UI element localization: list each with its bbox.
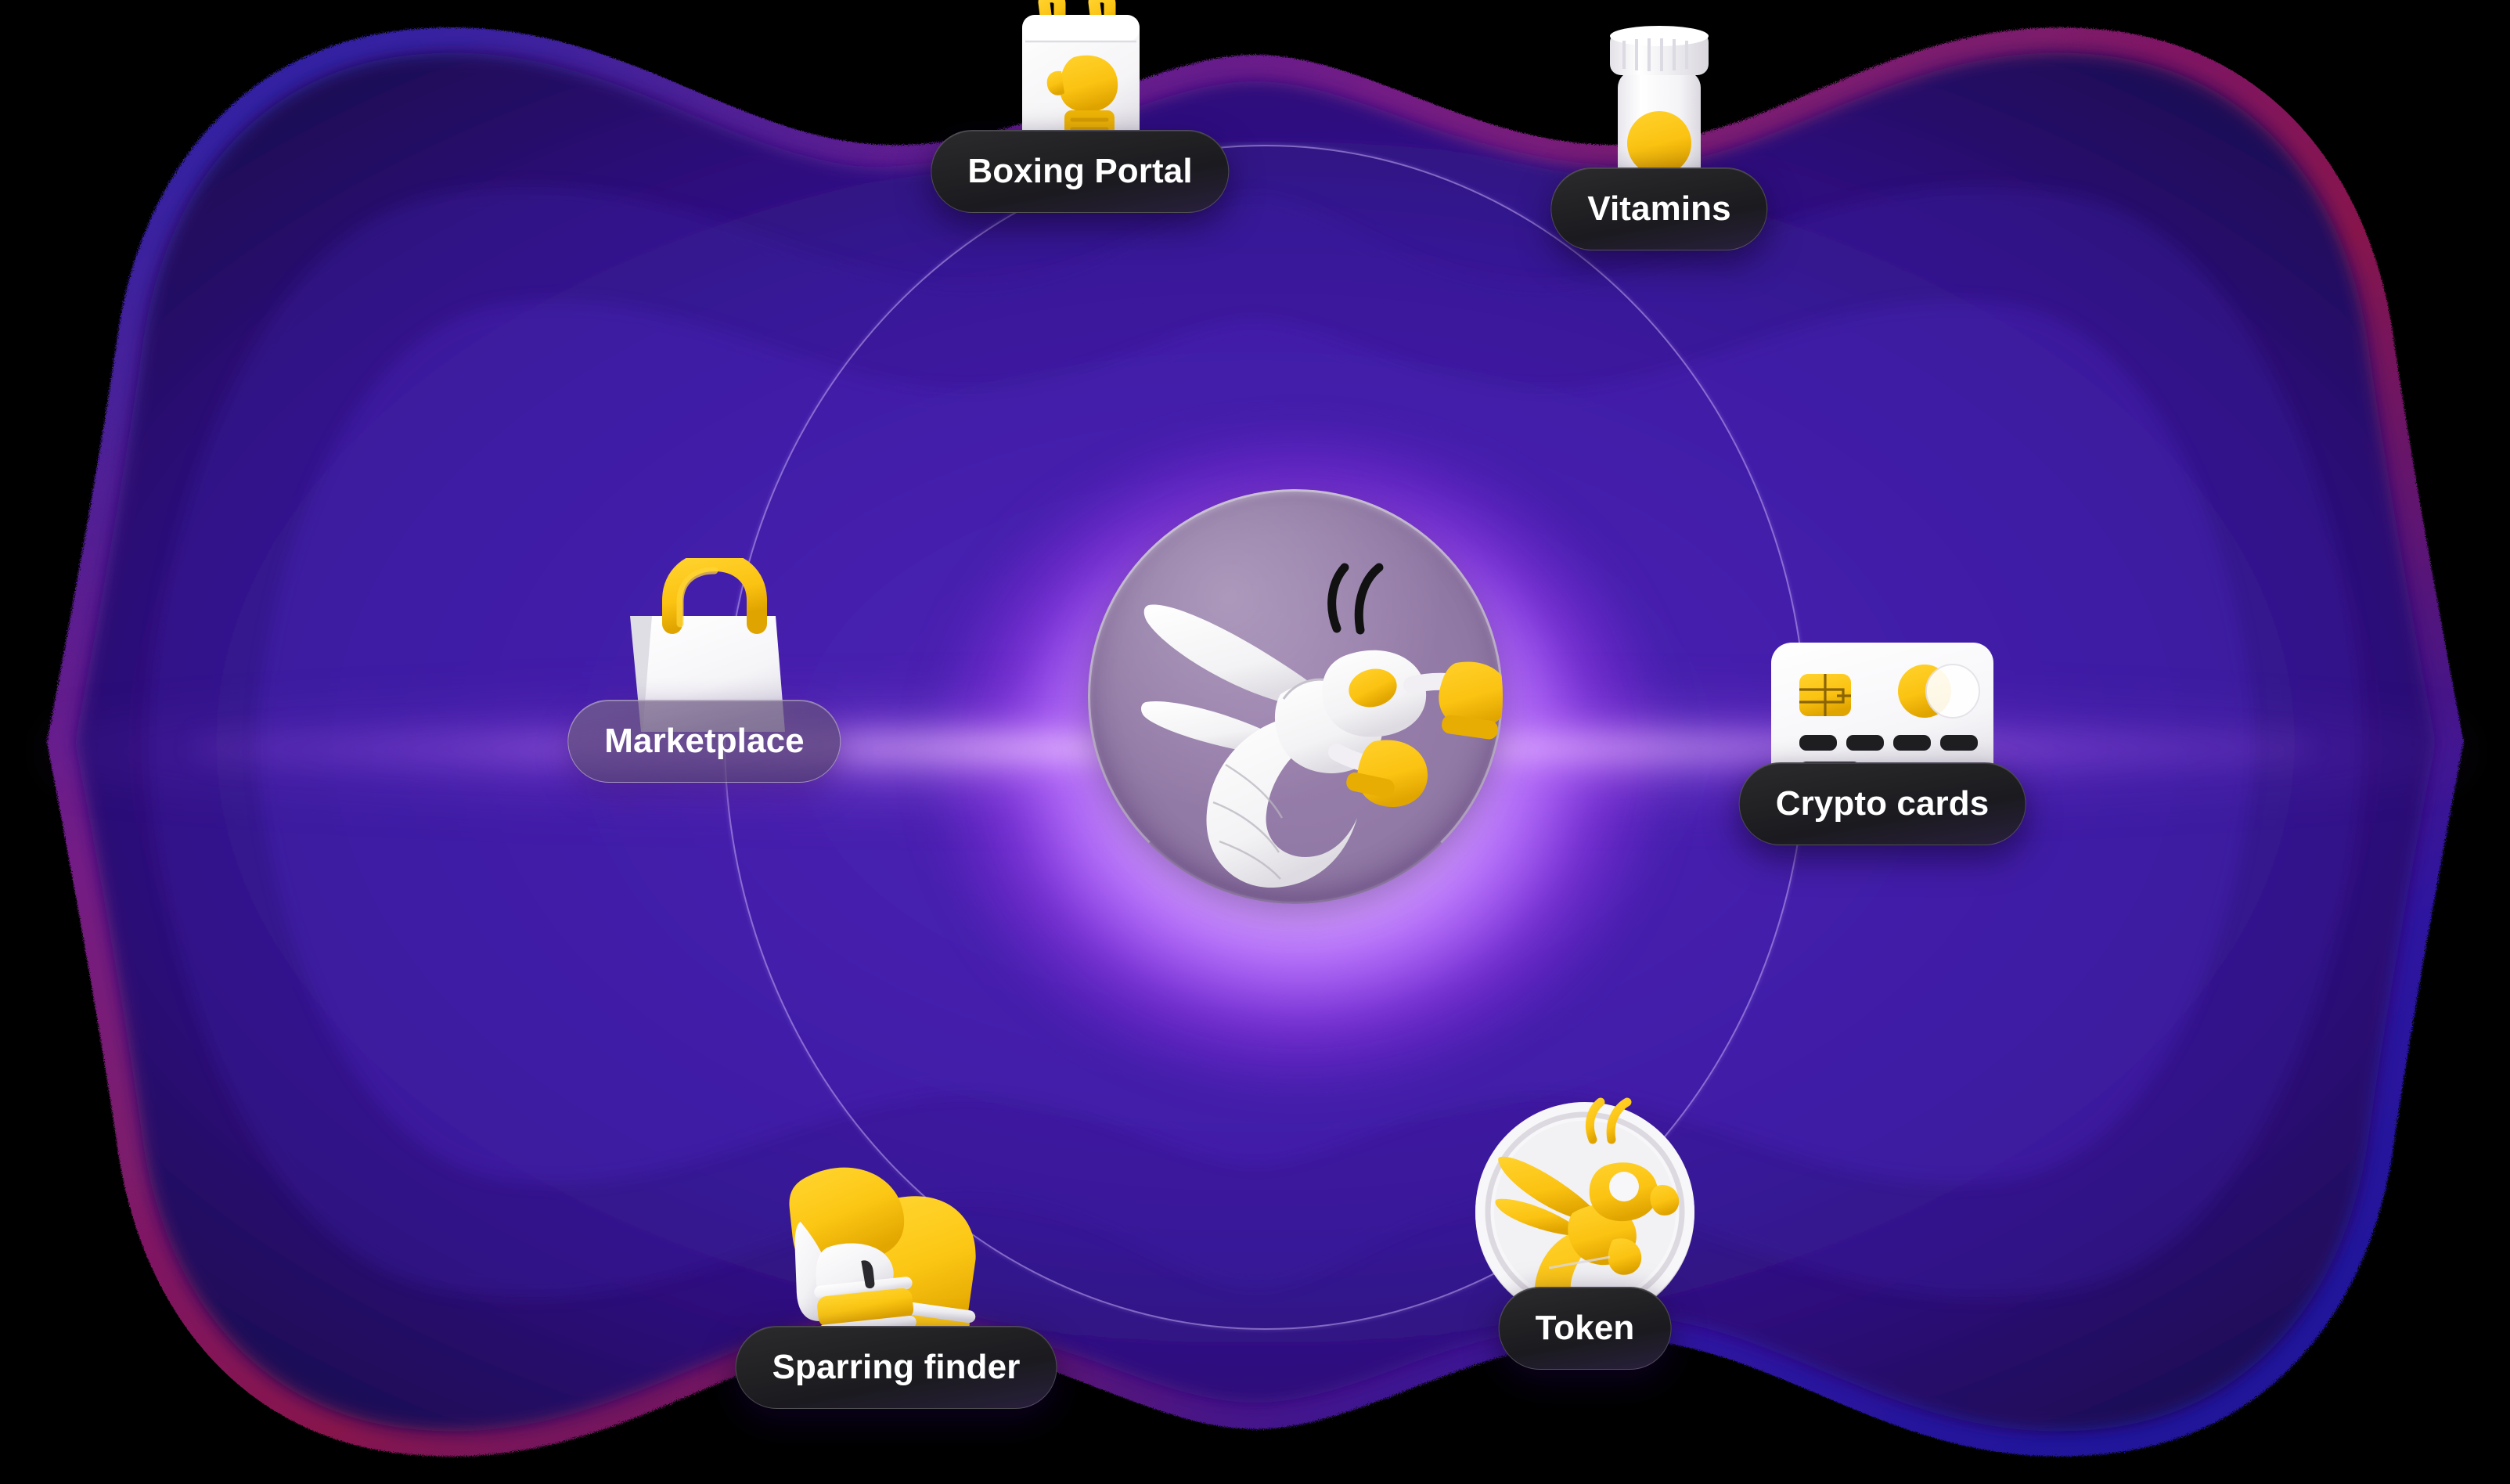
node-label-pill[interactable]: Vitamins (1550, 167, 1768, 250)
node-label: Crypto cards (1775, 784, 1990, 823)
node-label-pill[interactable]: Token (1498, 1287, 1672, 1370)
boxing-hornet-logo (1141, 563, 1503, 888)
node-label-pill[interactable]: Crypto cards (1738, 762, 2026, 845)
node-crypto-cards[interactable]: Crypto cards (1718, 595, 2047, 845)
node-marketplace[interactable]: Marketplace (548, 470, 861, 783)
node-label: Token (1535, 1309, 1635, 1347)
node-label-pill[interactable]: Sparring finder (735, 1326, 1057, 1409)
credit-card-icon (1765, 636, 2000, 805)
node-label-pill[interactable]: Boxing Portal (931, 130, 1230, 213)
calendar-boxing-glove-icon (1002, 0, 1158, 169)
node-label-pill[interactable]: Marketplace (567, 700, 841, 783)
node-label: Marketplace (604, 722, 805, 760)
node-token[interactable]: Token (1436, 1002, 1734, 1370)
center-logo-disc (1088, 489, 1503, 904)
node-label: Vitamins (1587, 189, 1731, 228)
node-vitamins[interactable]: Vitamins (1503, 26, 1816, 250)
node-sparring-finder[interactable]: Sparring finder (732, 939, 1061, 1409)
node-label: Boxing Portal (967, 152, 1193, 190)
node-label: Sparring finder (772, 1348, 1021, 1386)
hornet-coin-icon (1467, 1094, 1702, 1329)
boxing-gloves-icon (771, 1145, 1021, 1368)
node-boxing-portal[interactable]: Boxing Portal (931, 0, 1230, 213)
